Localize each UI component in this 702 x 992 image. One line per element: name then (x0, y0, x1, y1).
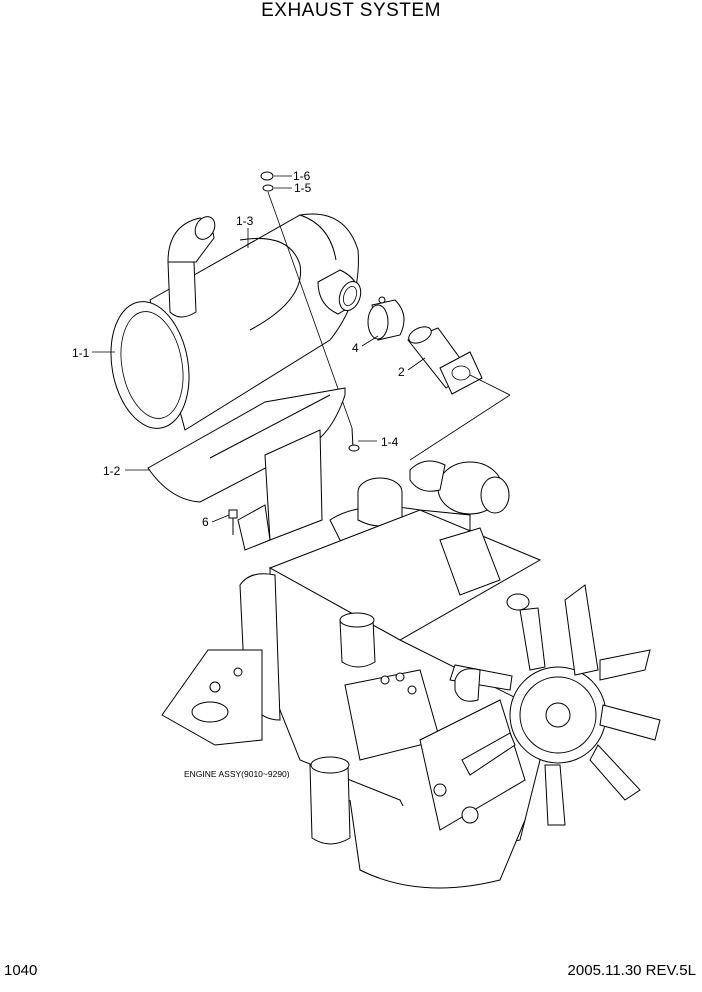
page-title: EXHAUST SYSTEM (261, 0, 441, 21)
leader-lines (92, 175, 426, 523)
callout-1-6: 1-6 (293, 169, 311, 183)
callout-1-5: 1-5 (294, 181, 312, 195)
bolt-1-4 (348, 427, 360, 452)
clamp-part (367, 296, 405, 341)
exhaust-pipe-part (407, 326, 511, 461)
callout-4: 4 (352, 341, 359, 355)
engine-assy-label: ENGINE ASSY(9010~9290) (184, 769, 290, 779)
revision-date: 2005.11.30 REV.5L (567, 962, 696, 979)
callout-2: 2 (398, 365, 405, 379)
page-number: 1040 (4, 962, 38, 979)
callout-1-1: 1-1 (72, 346, 90, 360)
callout-1-2: 1-2 (103, 464, 121, 478)
callout-1-4: 1-4 (381, 435, 399, 449)
fastener-parts (260, 171, 353, 429)
callout-6: 6 (202, 515, 209, 529)
bolt-6 (228, 509, 238, 535)
muffler-part (110, 213, 362, 431)
bracket-part (147, 387, 346, 551)
callout-1-3: 1-3 (236, 214, 254, 228)
engine-assembly (161, 460, 661, 889)
